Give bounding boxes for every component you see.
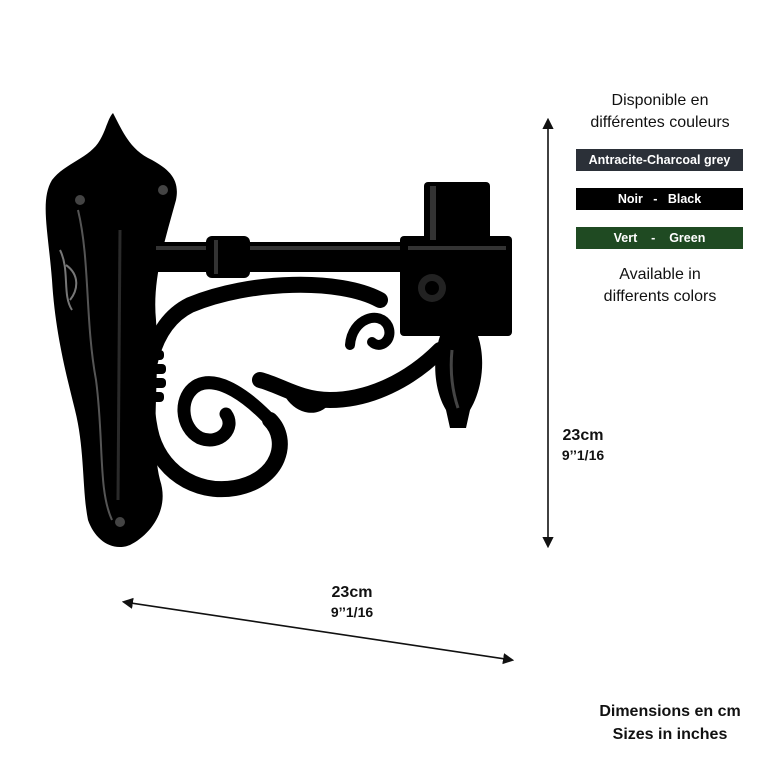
height-dimension-label: 23cm 9’’1/16 [548, 426, 618, 464]
height-cm: 23cm [562, 427, 604, 444]
swatch-green: Vert - Green [576, 227, 743, 249]
colors-title: Disponible en différentes couleurs [560, 90, 760, 134]
colors-subtitle-line-2: differents colors [603, 288, 717, 305]
colors-subtitle: Available in differents colors [560, 264, 760, 308]
units-note: Dimensions en cm Sizes in inches [570, 700, 768, 746]
colors-title-line-2: différentes couleurs [590, 114, 730, 131]
units-line-1: Dimensions en cm [599, 703, 741, 720]
wall-bracket-image [45, 113, 512, 548]
units-line-2: Sizes in inches [612, 726, 728, 743]
colors-title-line-1: Disponible en [611, 92, 709, 109]
width-dimension-label: 23cm 9’’1/16 [302, 583, 402, 621]
horizontal-dimension-arrow [121, 597, 515, 665]
socket-box [400, 236, 512, 336]
scroll-bracket [138, 276, 388, 498]
width-inches: 9’’1/16 [330, 604, 374, 620]
swatch-charcoal-grey: Antracite-Charcoal grey [576, 149, 743, 171]
finial [435, 336, 483, 428]
height-inches: 9’’1/16 [561, 447, 605, 463]
swatch-black: Noir - Black [576, 188, 743, 210]
colors-subtitle-line-1: Available in [619, 266, 701, 283]
width-cm: 23cm [331, 584, 373, 601]
